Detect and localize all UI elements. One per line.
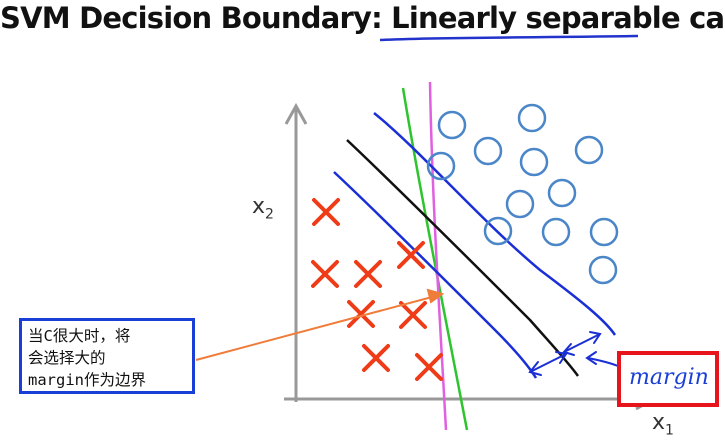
circle-point: [541, 217, 571, 247]
circle-point: [589, 217, 619, 247]
circle-point: [483, 216, 513, 246]
margin-label: margin: [629, 365, 709, 390]
circle-point: [588, 255, 618, 285]
circle-point: [547, 178, 577, 208]
cross-point: [397, 241, 425, 269]
x-axis-label: x1: [652, 410, 674, 439]
margin-arrows: [528, 331, 619, 376]
circle-point: [426, 151, 456, 181]
circle-point: [519, 147, 549, 177]
title-prefix: SVM Decision Boundary:: [0, 1, 392, 35]
annotation-box: 当C很大时，将 会选择大的 margin作为边界: [19, 318, 195, 394]
circle-points: [426, 103, 619, 285]
circle-point: [505, 189, 535, 219]
margin-arrow-upper: [563, 333, 601, 353]
annotation-arrow: [195, 288, 445, 361]
cross-points: [311, 198, 443, 381]
circle-point: [473, 136, 503, 166]
lower-margin-line: [333, 171, 538, 379]
margin-arrow-lower: [529, 353, 567, 373]
green-boundary-line: [401, 87, 469, 431]
upper-margin-line: [373, 112, 617, 336]
cross-point: [312, 198, 340, 226]
cross-point: [311, 260, 339, 288]
margin-pointer: [587, 357, 619, 367]
circle-point: [517, 103, 547, 133]
y-axis-arrow: [284, 102, 308, 125]
slide-title: SVM Decision Boundary: Linearly separabl…: [0, 0, 725, 36]
cross-point: [362, 344, 390, 372]
title-underline: [379, 34, 639, 42]
cross-point: [354, 260, 382, 288]
annotation-line-1: 当C很大时，将: [28, 327, 131, 345]
title-highlight: Linearly separable: [391, 1, 680, 35]
circle-point: [437, 110, 467, 140]
svm-decision-boundary: [346, 139, 580, 377]
annotation-line-2: 会选择大的: [28, 349, 106, 367]
margin-label-box: margin: [617, 351, 719, 407]
title-suffix: case: [689, 1, 725, 35]
annotation-line-3: margin作为边界: [28, 371, 146, 389]
magenta-boundary-line: [428, 81, 448, 431]
cross-point: [399, 301, 427, 329]
circle-point: [574, 135, 604, 165]
cross-point: [347, 300, 375, 328]
cross-point: [415, 353, 443, 381]
y-axis-label: x2: [252, 194, 274, 223]
